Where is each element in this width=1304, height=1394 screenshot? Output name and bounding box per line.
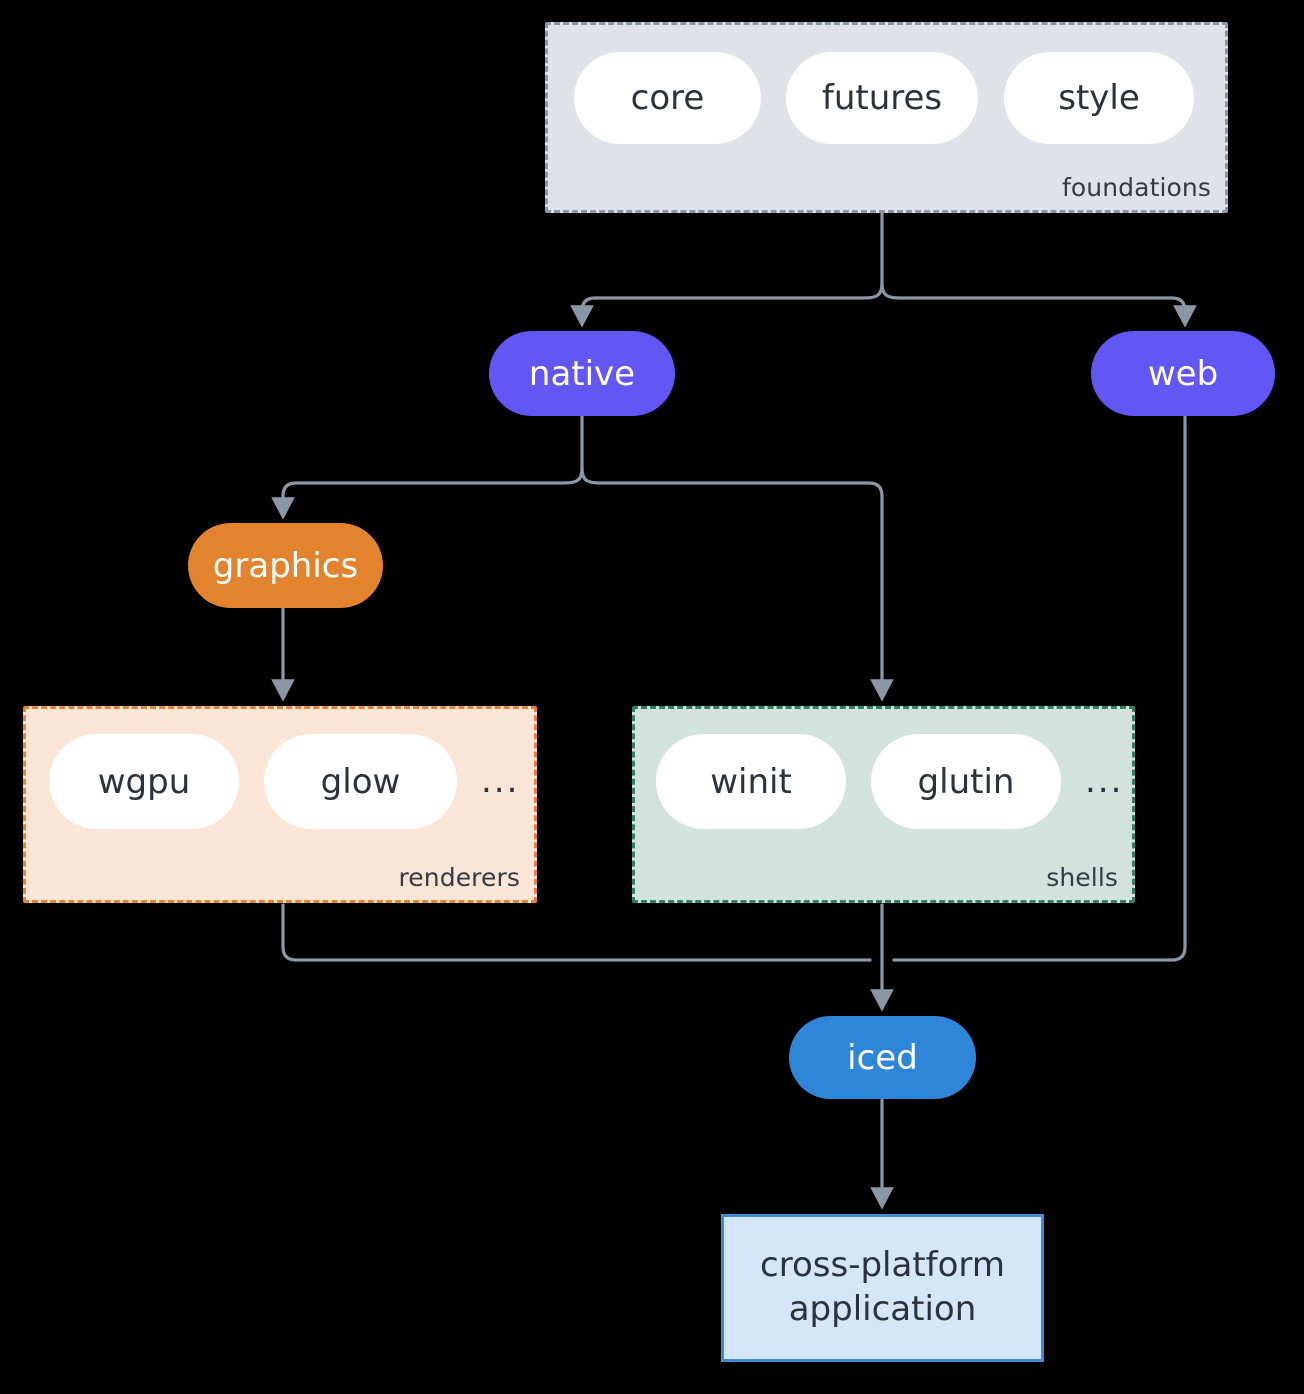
cluster-label-foundations: foundations bbox=[1062, 173, 1211, 202]
cluster-label-renderers: renderers bbox=[398, 863, 520, 892]
node-web[interactable]: web bbox=[1091, 331, 1275, 416]
node-core[interactable]: core bbox=[574, 52, 761, 144]
edge-foundations-to-native bbox=[570, 281, 884, 328]
cluster-label-shells: shells bbox=[1046, 863, 1118, 892]
node-glow[interactable]: glow bbox=[264, 734, 457, 829]
node-wgpu[interactable]: wgpu bbox=[49, 734, 239, 829]
edge-foundations-to-web bbox=[880, 281, 1197, 328]
node-style[interactable]: style bbox=[1004, 52, 1194, 144]
node-native[interactable]: native bbox=[489, 331, 675, 416]
node-cross-platform-application[interactable]: cross-platform application bbox=[721, 1214, 1044, 1362]
node-glutin[interactable]: glutin bbox=[871, 734, 1061, 829]
edge-native-to-shells bbox=[580, 466, 894, 702]
node-graphics[interactable]: graphics bbox=[188, 523, 383, 608]
node-winit[interactable]: winit bbox=[656, 734, 846, 829]
edge-native-to-graphics bbox=[271, 466, 584, 520]
application-label-line-1: cross-platform bbox=[760, 1245, 1005, 1286]
application-label-line-2: application bbox=[788, 1289, 977, 1329]
edge-renderers-to-iced bbox=[281, 903, 872, 962]
node-futures[interactable]: futures bbox=[786, 52, 978, 144]
ellipsis-shells: ... bbox=[1085, 761, 1124, 801]
node-iced[interactable]: iced bbox=[789, 1016, 976, 1099]
ellipsis-renderers: ... bbox=[481, 761, 520, 801]
